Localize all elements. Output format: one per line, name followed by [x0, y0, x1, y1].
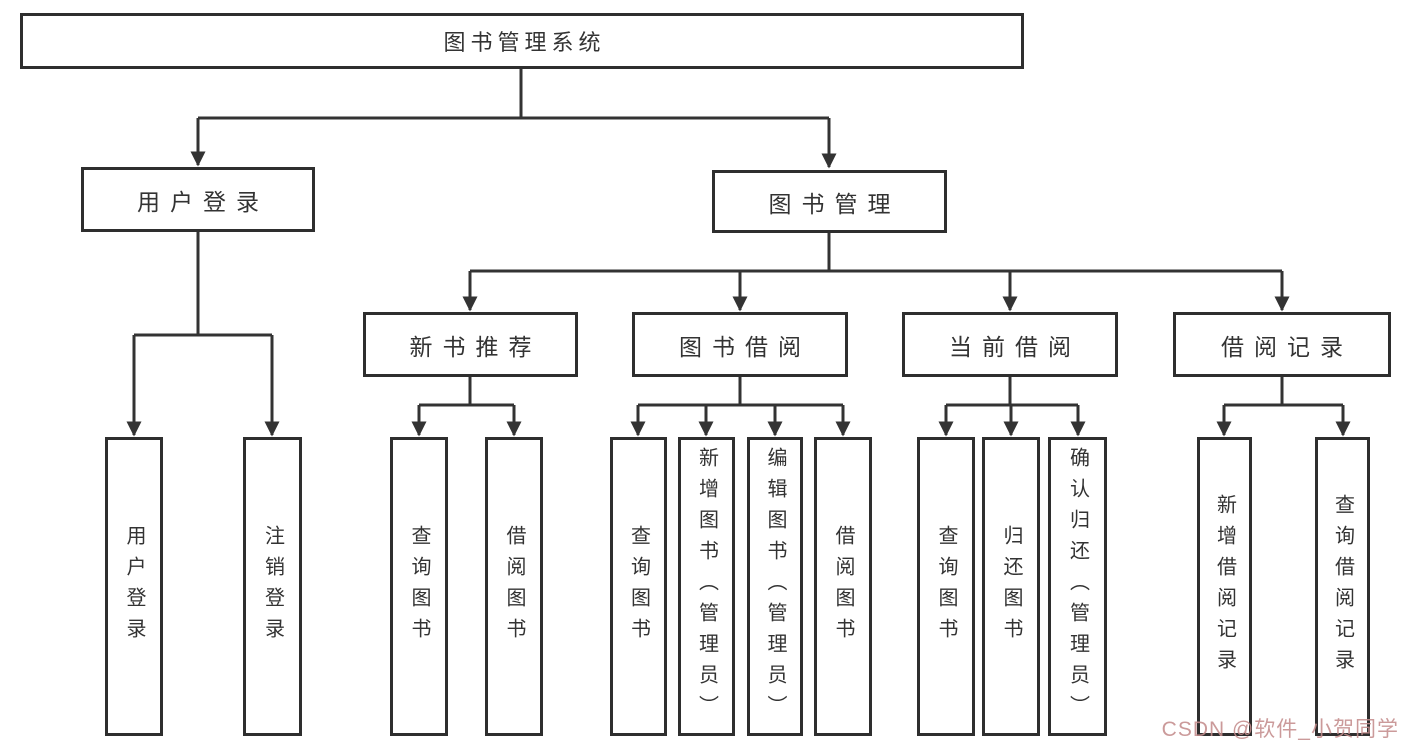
node-new-book-recommend: 新书推荐	[363, 312, 578, 377]
leaf-label: 归还图书	[1000, 524, 1022, 649]
leaf-label: 查询图书	[627, 524, 650, 649]
leaf-label: 查询图书	[408, 524, 430, 649]
leaf-label: 用户登录	[123, 524, 145, 649]
leaf-add-borrow-record: 新增借阅记录	[1197, 437, 1252, 736]
node-label: 当前借阅	[949, 333, 1081, 360]
node-book-borrow: 图书借阅	[632, 312, 848, 377]
leaf-label: 新增借阅记录	[1213, 493, 1236, 680]
leaf-user-login: 用户登录	[105, 437, 163, 736]
leaf-label: 借阅图书	[503, 524, 525, 649]
node-label: 图书管理系统	[443, 30, 606, 55]
leaf-confirm-return-admin: 确认归还（管理员）	[1048, 437, 1107, 736]
leaf-label: 注销登录	[261, 524, 284, 649]
node-book-management: 图书管理	[712, 170, 947, 233]
node-label: 新书推荐	[409, 333, 542, 360]
leaf-label: 借阅图书	[832, 524, 854, 649]
leaf-query-borrow-record: 查询借阅记录	[1315, 437, 1370, 736]
leaf-borrow-books: 借阅图书	[814, 437, 872, 736]
leaf-label: 查询图书	[935, 524, 957, 649]
leaf-return-book: 归还图书	[982, 437, 1040, 736]
leaf-borrow-books-recommend: 借阅图书	[485, 437, 543, 736]
node-label: 用户登录	[137, 188, 269, 215]
leaf-label: 新增图书（管理员）	[695, 447, 718, 726]
leaf-query-books-recommend: 查询图书	[390, 437, 448, 736]
node-borrow-records: 借阅记录	[1173, 312, 1391, 377]
node-current-borrow: 当前借阅	[902, 312, 1118, 377]
leaf-label: 确认归还（管理员）	[1066, 447, 1089, 726]
leaf-query-books: 查询图书	[610, 437, 667, 736]
node-label: 借阅记录	[1221, 333, 1353, 360]
leaf-add-book-admin: 新增图书（管理员）	[678, 437, 735, 736]
leaf-logout: 注销登录	[243, 437, 302, 736]
node-label: 图书借阅	[679, 333, 811, 360]
leaf-label: 编辑图书（管理员）	[764, 447, 786, 726]
csdn-watermark: CSDN @软件_小贺同学	[1161, 718, 1399, 741]
leaf-label: 查询借阅记录	[1331, 493, 1354, 680]
node-user-login: 用户登录	[81, 167, 315, 232]
leaf-edit-book-admin: 编辑图书（管理员）	[747, 437, 803, 736]
node-label: 图书管理	[768, 190, 901, 217]
leaf-query-books-current: 查询图书	[917, 437, 975, 736]
node-book-management-system: 图书管理系统	[20, 13, 1024, 69]
